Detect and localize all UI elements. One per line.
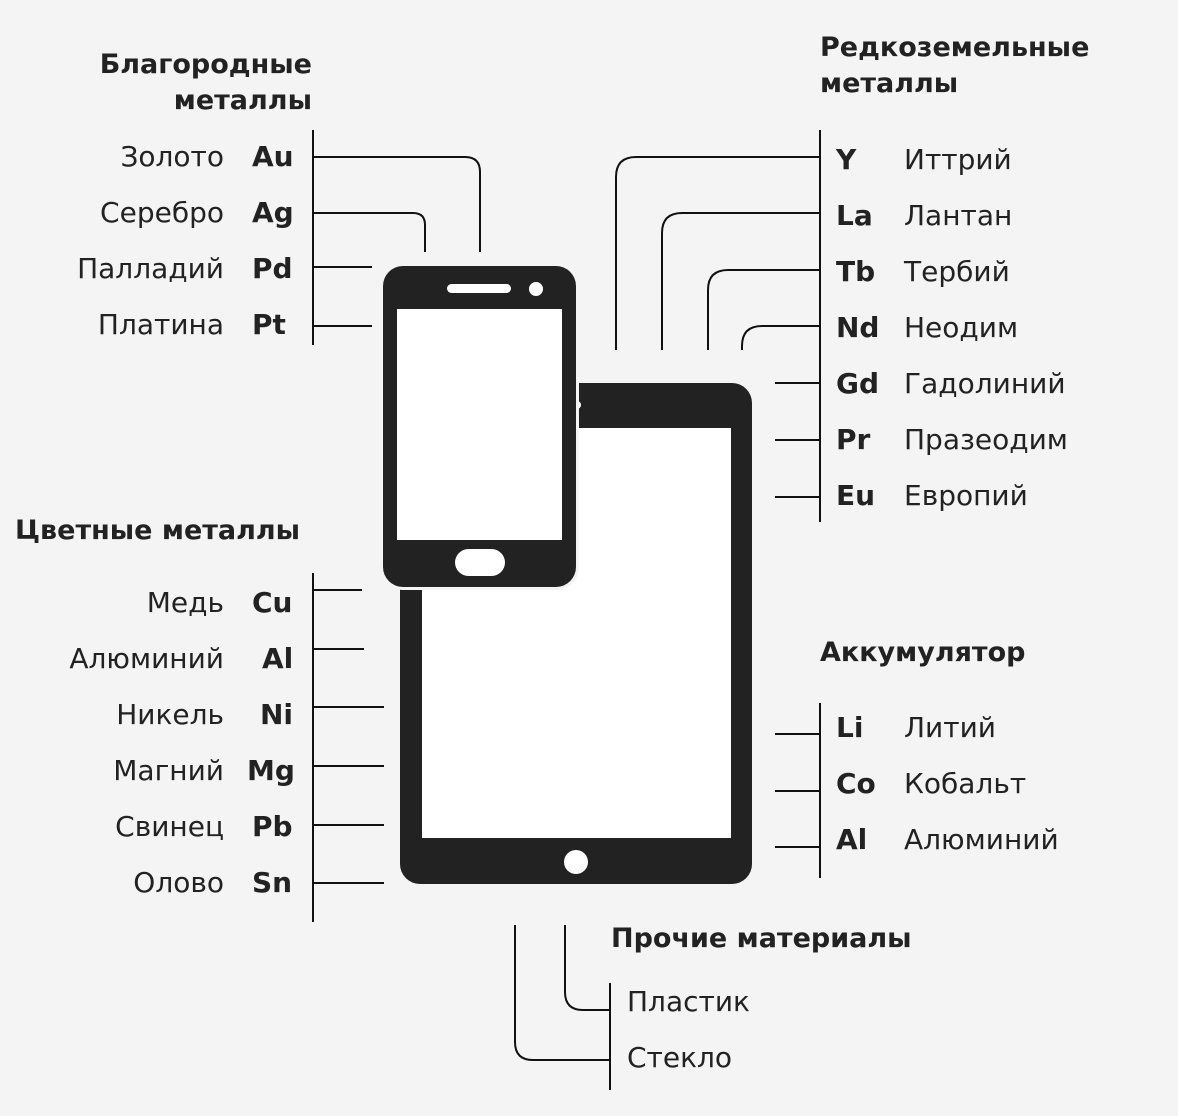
element-name: Палладий (77, 252, 224, 285)
element-symbol: Ni (260, 698, 294, 731)
element-symbol: Pr (836, 423, 871, 456)
element-symbol: Al (262, 642, 294, 675)
element-symbol: Pt (252, 308, 286, 341)
element-name: Алюминий (69, 642, 224, 675)
element-symbol: Au (252, 140, 294, 173)
element-name: Кобальт (904, 767, 1027, 800)
element-symbol: La (836, 199, 873, 232)
element-name: Гадолиний (904, 367, 1066, 400)
element-name: Иттрий (904, 143, 1012, 176)
rare-earth-title: Редкоземельные металлы (820, 30, 1089, 102)
element-name: Неодим (904, 311, 1019, 344)
element-symbol: Ag (252, 196, 294, 229)
element-symbol: Pb (252, 810, 293, 843)
material-name: Стекло (627, 1041, 733, 1074)
element-name: Магний (113, 754, 224, 787)
element-name: Лантан (904, 199, 1013, 232)
element-name: Празеодим (904, 423, 1068, 456)
connector-lines (312, 130, 821, 1090)
element-symbol: Tb (836, 255, 876, 288)
element-name: Алюминий (904, 823, 1059, 856)
element-name: Золото (120, 140, 224, 173)
element-name: Платина (97, 308, 224, 341)
element-symbol: Gd (836, 367, 880, 400)
element-symbol: Sn (252, 866, 293, 899)
element-name: Европий (904, 479, 1028, 512)
element-symbol: Y (836, 143, 857, 176)
element-symbol: Mg (247, 754, 295, 787)
noble-title-line1: Благородные (99, 49, 312, 80)
rare-earth-title-line1: Редкоземельные (820, 32, 1090, 63)
element-symbol: Pd (252, 252, 293, 285)
rare-earth-title-line2: металлы (820, 68, 959, 99)
element-symbol: Co (836, 767, 876, 800)
element-name: Серебро (100, 196, 224, 229)
element-symbol: Eu (836, 479, 876, 512)
element-symbol: Nd (836, 311, 880, 344)
element-name: Никель (116, 698, 224, 731)
element-symbol: Cu (252, 586, 293, 619)
nonferrous-title: Цветные металлы (15, 515, 301, 546)
element-symbol: Li (836, 711, 864, 744)
element-name: Тербий (904, 255, 1010, 288)
element-symbol: Al (836, 823, 868, 856)
material-name: Пластик (627, 985, 750, 1018)
battery-title: Аккумулятор (820, 637, 1026, 668)
element-name: Свинец (115, 810, 224, 843)
element-name: Медь (146, 586, 224, 619)
noble-title-line2: металлы (173, 85, 312, 116)
smartphone-icon (380, 263, 579, 590)
element-name: Олово (133, 866, 224, 899)
other-title: Прочие материалы (611, 923, 912, 954)
noble-title: Благородные металлы (100, 47, 312, 119)
element-name: Литий (904, 711, 996, 744)
